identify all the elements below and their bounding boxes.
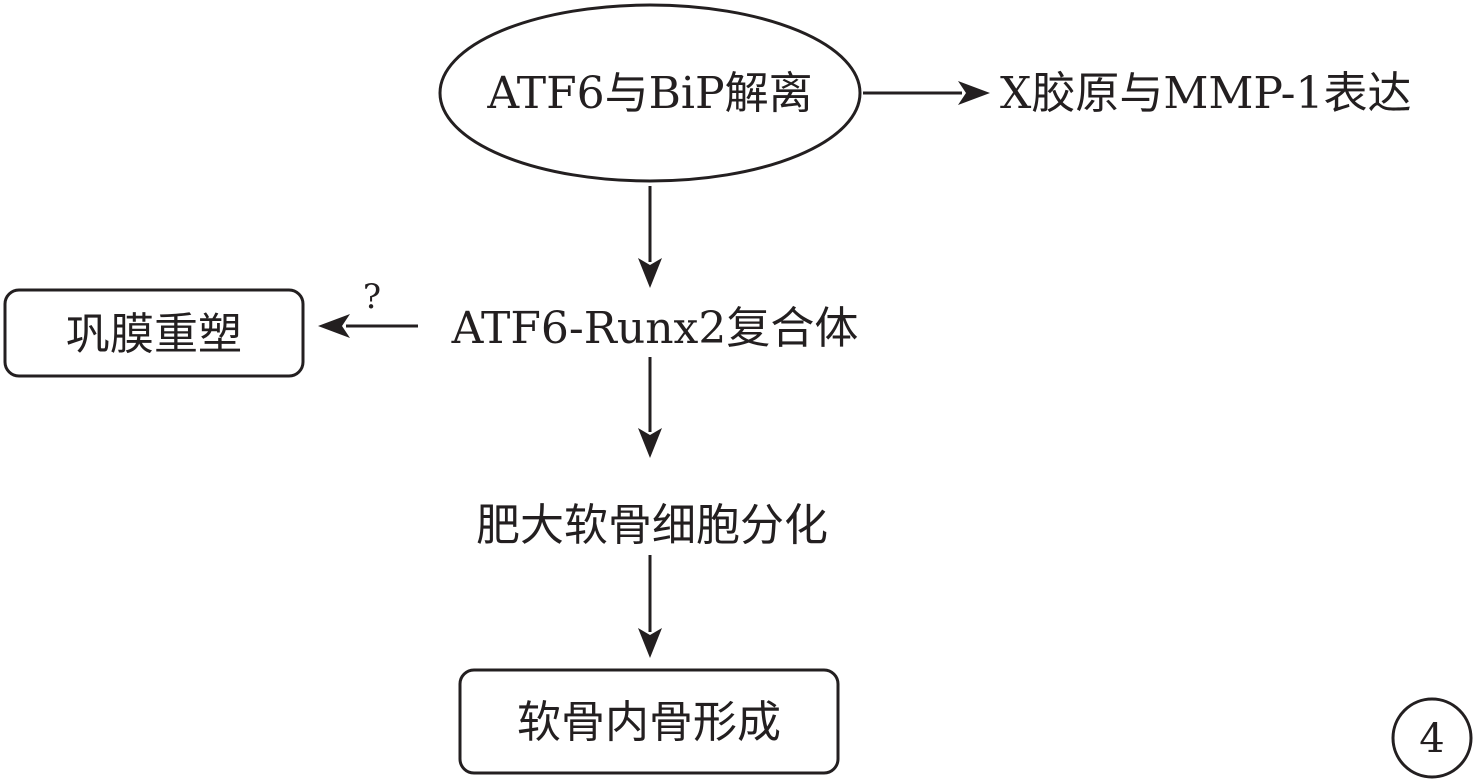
- question-mark: ?: [363, 277, 381, 317]
- scleral-remodeling-label: 巩膜重塑: [66, 309, 242, 360]
- panel-number-badge: [1391, 697, 1473, 779]
- collagen-mmp-label: X胶原与MMP-1表达: [1000, 68, 1412, 119]
- atf6-runx2-label: ATF6-Runx2复合体: [451, 303, 859, 354]
- atf6-bip-ellipse: [438, 3, 862, 183]
- arrow-to-complex: [638, 186, 662, 288]
- panel-number-label: 4: [1419, 716, 1444, 762]
- chondrocyte-diff-label: 肥大软骨细胞分化: [476, 500, 828, 551]
- arrow-to-collagen: [863, 81, 990, 105]
- scleral-remodeling-box: [3, 288, 305, 378]
- endochondral-box: [458, 668, 840, 775]
- atf6-bip-label: ATF6与BiP解离: [486, 68, 812, 119]
- arrow-to-differentiation: [638, 357, 662, 458]
- arrow-to-ossification: [638, 555, 662, 658]
- endochondral-label: 软骨内骨形成: [517, 697, 781, 748]
- arrow-to-sclera: [318, 314, 418, 338]
